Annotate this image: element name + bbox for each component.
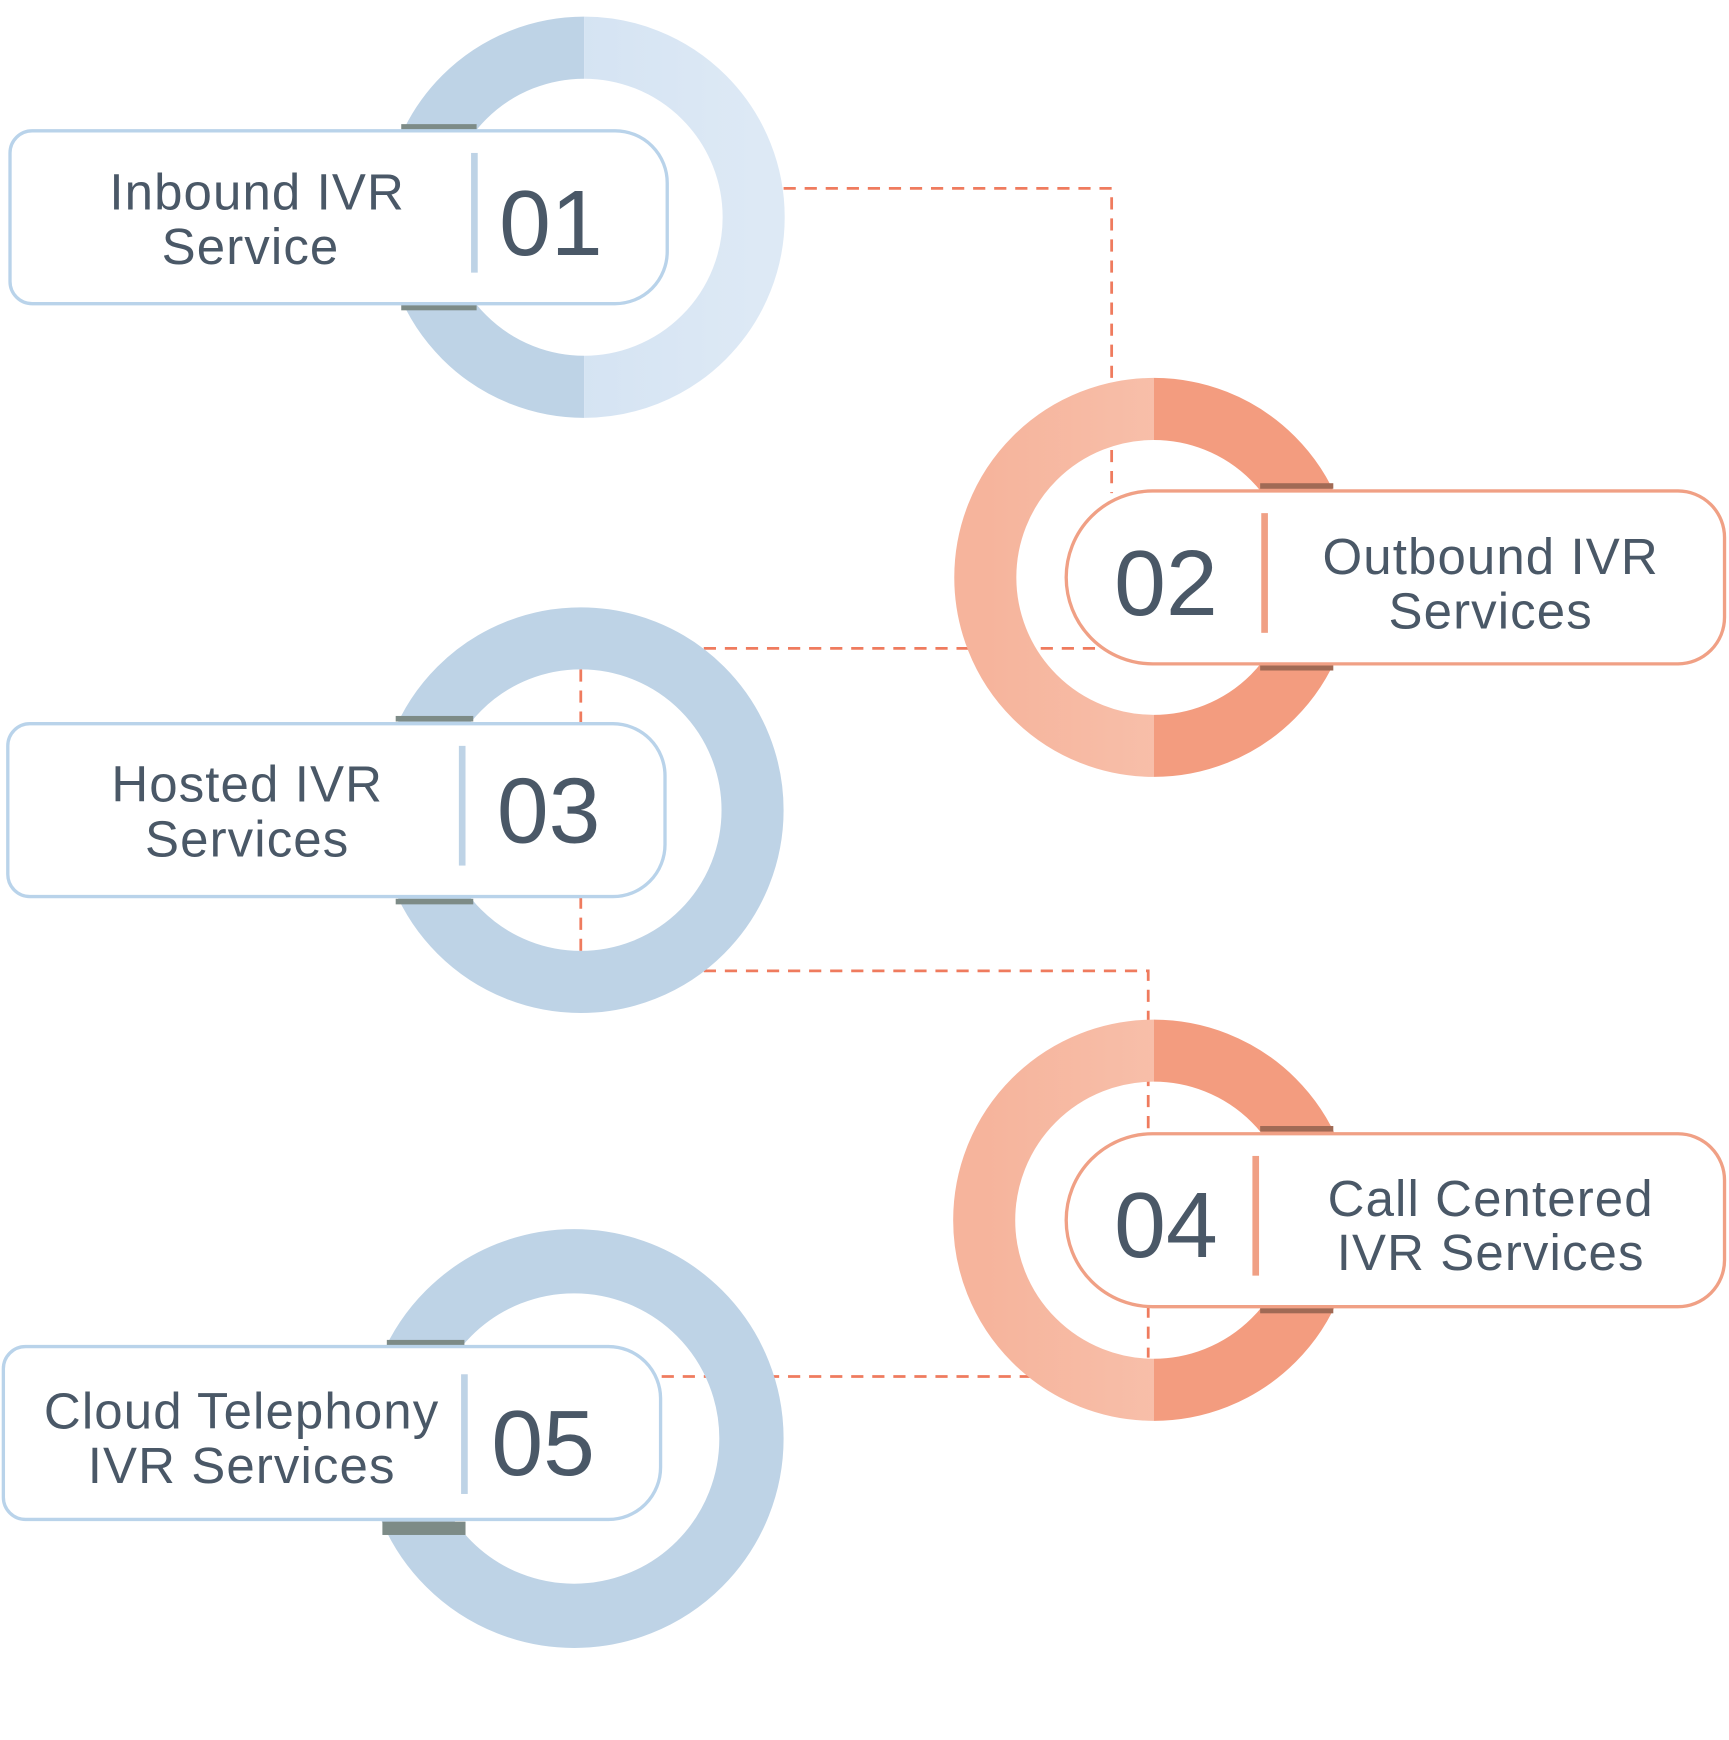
service-card-01[interactable]: Inbound IVR Service 01: [8, 129, 669, 306]
divider: [458, 745, 466, 866]
service-card-04[interactable]: 04 Call Centered IVR Services: [1064, 1132, 1727, 1309]
shadow-ticks: [382, 124, 1334, 1535]
service-title-line1: Cloud Telephony: [44, 1383, 439, 1440]
card-border: [8, 129, 669, 306]
service-title-line1: Outbound IVR: [1323, 528, 1659, 585]
service-number: 05: [491, 1391, 595, 1495]
service-title-line2: Services: [1389, 582, 1593, 639]
divider: [461, 1374, 468, 1494]
connector-03-04: [703, 969, 1150, 1358]
service-number: 04: [1114, 1173, 1218, 1277]
card-border: [1, 1344, 663, 1522]
service-card-02[interactable]: 02 Outbound IVR Services: [1064, 489, 1727, 666]
divider: [1252, 1155, 1260, 1276]
service-title-line1: Inbound IVR: [109, 163, 405, 220]
service-title-line2: IVR Services: [1337, 1224, 1645, 1281]
card-border: [6, 722, 667, 899]
service-title-line2: Services: [145, 811, 349, 868]
service-number: 03: [497, 758, 601, 862]
card-border: [1064, 489, 1727, 666]
divider: [471, 152, 478, 273]
service-number: 02: [1114, 531, 1218, 635]
service-title-line2: Service: [162, 218, 340, 275]
service-title-line1: Call Centered: [1328, 1170, 1654, 1227]
service-number: 01: [499, 171, 603, 275]
service-title-line2: IVR Services: [88, 1437, 396, 1494]
divider: [1261, 513, 1268, 633]
service-card-05[interactable]: Cloud Telephony IVR Services 05: [1, 1344, 663, 1522]
service-title-line1: Hosted IVR: [111, 755, 383, 812]
card-border: [1064, 1132, 1727, 1309]
service-card-03[interactable]: Hosted IVR Services 03: [6, 722, 667, 899]
